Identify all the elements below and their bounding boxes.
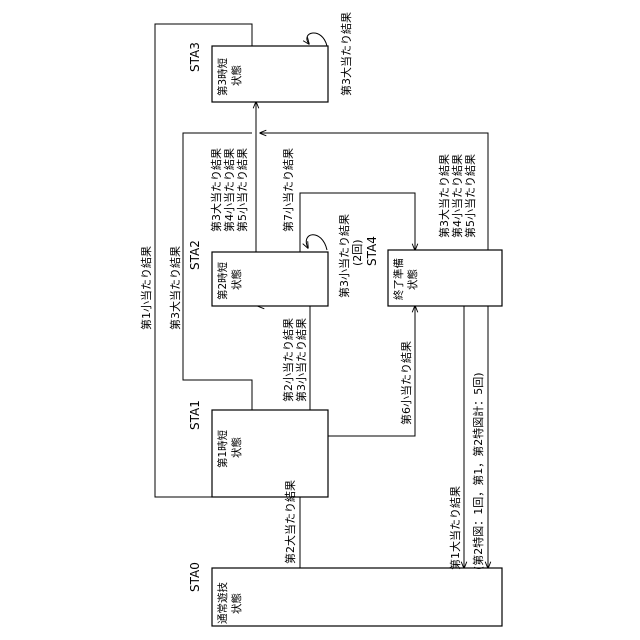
- state-box-sta1: [212, 410, 328, 497]
- label-sta4-sta3-1: 第3大当たり結果: [437, 154, 451, 238]
- state-id-sta3: STA3: [188, 42, 202, 72]
- state-name-sta2-line2: 状態: [230, 269, 243, 290]
- state-name-sta2-line1: 第2時短: [216, 261, 229, 300]
- self-loop-sta4: [306, 235, 327, 250]
- state-name-sta1-line2: 状態: [230, 437, 243, 458]
- state-id-sta4: STA4: [365, 236, 379, 266]
- state-name-sta4-line2: 状態: [406, 269, 419, 290]
- state-name-sta3-line1: 第3時短: [216, 57, 229, 96]
- state-box-sta4: [388, 250, 502, 306]
- label-sta1-sta2-2: 第3小当たり結果: [294, 318, 308, 402]
- label-sta0-sta1: 第2大当たり結果: [283, 480, 297, 564]
- self-loop-sta3: [307, 33, 327, 46]
- label-sta3-self: 第3大当たり結果: [339, 12, 353, 96]
- state-id-sta1: STA1: [188, 400, 202, 430]
- state-name-sta1-line1: 第1時短: [216, 429, 229, 468]
- state-id-sta2: STA2: [188, 240, 202, 270]
- label-sta4-sta0-1: 第1大当たり結果: [448, 486, 462, 570]
- state-box-sta2: [212, 252, 328, 306]
- state-name-sta0-line1: 通常遊技: [216, 582, 229, 624]
- state-name-sta4-line1: 終了準備: [392, 258, 405, 300]
- state-box-sta3: [212, 46, 328, 102]
- state-id-sta0: STA0: [188, 562, 202, 592]
- state-name-sta3-line2: 状態: [230, 65, 243, 86]
- label-sta2-sta4: 第7小当たり結果: [281, 148, 295, 232]
- label-sta1-sta3-big: 第3大当たり結果: [168, 246, 182, 330]
- label-sta1-sta4: 第6小当たり結果: [399, 341, 413, 425]
- label-sta4-sta3-2: 第4小当たり結果: [450, 154, 464, 238]
- label-sta4-sta0-2: (第2特図：1回，第1，第2特図計：5回): [471, 372, 485, 570]
- label-sta1-sta2-1: 第2小当たり結果: [281, 318, 295, 402]
- label-sta4-self-2: (2回): [351, 239, 364, 266]
- state-name-sta0-line2: 状態: [230, 593, 243, 614]
- label-sta2-sta3-1: 第3大当たり結果: [209, 148, 223, 232]
- label-sta2-sta3-3: 第5小当たり結果: [235, 148, 249, 232]
- label-sta1-sta3-small: 第1小当たり結果: [139, 246, 153, 330]
- label-sta2-sta3-2: 第4小当たり結果: [222, 148, 236, 232]
- label-sta4-sta3-3: 第5小当たり結果: [463, 154, 477, 238]
- label-sta4-self-1: 第3小当たり結果: [337, 214, 351, 298]
- state-box-sta0: [212, 568, 502, 626]
